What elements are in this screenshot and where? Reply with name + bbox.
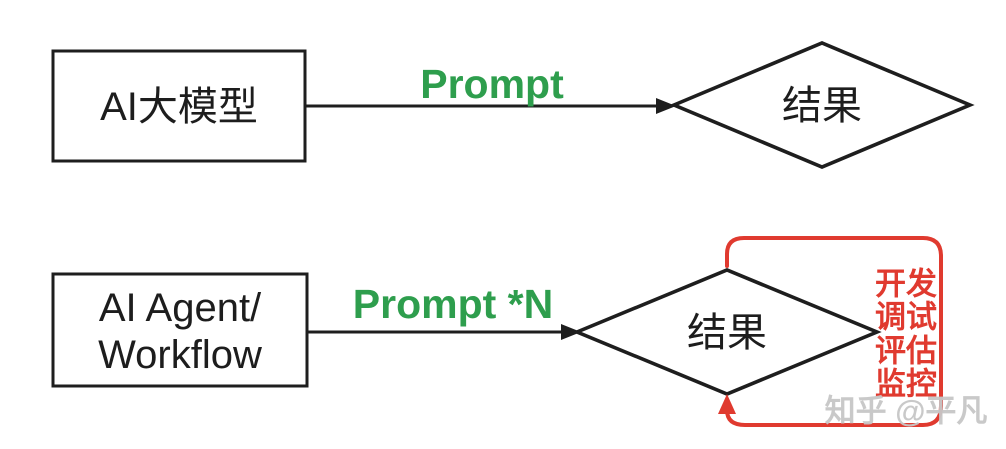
agent-box-label-line1: AI Agent/ — [99, 286, 262, 330]
model-box — [51, 49, 307, 163]
feedback-loop-arrowhead-icon — [718, 394, 736, 414]
model-box-label: AI大模型 — [100, 85, 258, 129]
result-diamond-top — [669, 41, 975, 169]
loop-label-evaluate: 评估 — [875, 334, 937, 369]
watermark: 知乎 @平凡 — [825, 394, 988, 429]
flow-top: AI大模型 Prompt 结果 — [51, 41, 975, 169]
loop-label-debug: 调试 — [875, 300, 937, 335]
feedback-loop-path — [725, 236, 943, 427]
prompt-n-arrowhead-icon — [561, 324, 581, 340]
loop-label-monitor: 监控 — [875, 367, 937, 402]
prompt-n-arrow-label: Prompt *N — [353, 281, 553, 327]
prompt-arrowhead-icon — [656, 98, 676, 114]
flow-bottom: AI Agent/ Workflow Prompt *N 结果 开发 调试 评估… — [51, 236, 943, 427]
agent-box-label-line2: Workflow — [98, 333, 262, 377]
result-diamond-top-label: 结果 — [782, 84, 862, 128]
result-diamond-bottom — [572, 268, 882, 396]
loop-label-develop: 开发 — [875, 267, 937, 302]
agent-box — [51, 272, 309, 388]
prompt-arrow-label: Prompt — [420, 61, 564, 107]
result-diamond-bottom-label: 结果 — [687, 311, 767, 355]
